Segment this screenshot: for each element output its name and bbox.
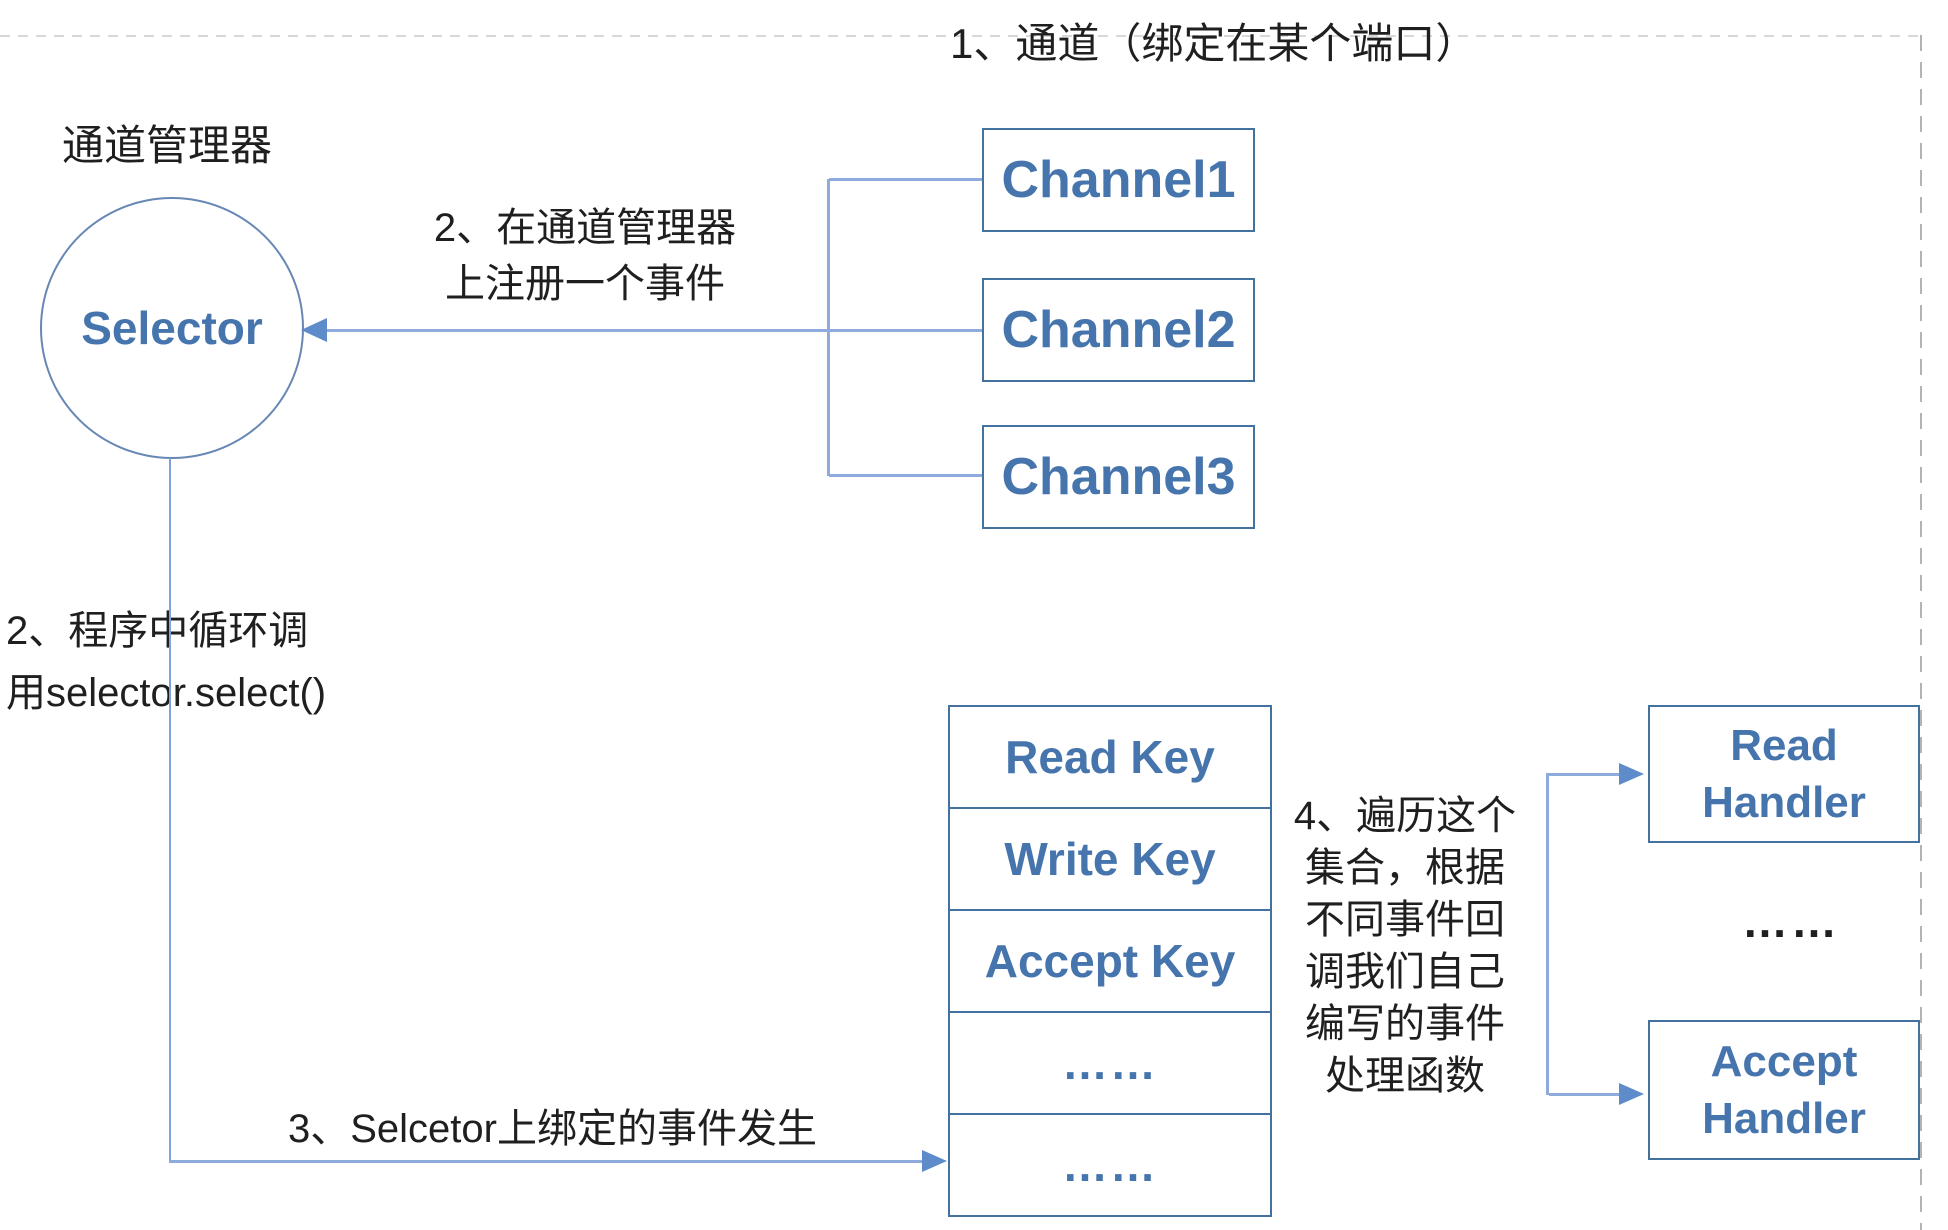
selector-label: Selector <box>81 302 263 354</box>
step3-event-label: 3、Selcetor上绑定的事件发生 <box>288 1107 817 1151</box>
step4-line2: 集合，根据 <box>1305 846 1505 890</box>
step2-loop-note: 2、程序中循环调 用selector.select() <box>6 600 326 724</box>
handler-branch-line <box>1546 773 1549 1095</box>
channel3-connector-line <box>829 474 982 477</box>
channels-junction-line <box>827 179 830 476</box>
read-handler-line2: Handler <box>1702 778 1866 827</box>
channel1-connector-line <box>829 178 982 181</box>
event-arrowhead-icon <box>922 1150 947 1172</box>
channel2-box: Channel2 <box>982 278 1255 382</box>
channel-manager-label: 通道管理器 <box>62 122 273 169</box>
accept-handler-arrowhead-icon <box>1619 1083 1644 1105</box>
read-handler-arrowhead-icon <box>1619 763 1644 785</box>
ellipsis-key-cell: …… <box>950 1011 1270 1113</box>
step4-iterate-note: 4、遍历这个 集合，根据 不同事件回 调我们自己 编写的事件 处理函数 <box>1280 790 1530 1102</box>
selector-circle: Selector <box>40 197 304 459</box>
event-arrow-line <box>169 1160 924 1163</box>
top-dashed-guide-line <box>0 35 1921 37</box>
register-arrow-line <box>323 329 982 332</box>
read-handler-box: Read Handler <box>1648 705 1920 843</box>
selection-key-stack: Read Key Write Key Accept Key …… …… <box>948 705 1272 1217</box>
step2-register-line1: 2、在通道管理器 <box>433 206 737 250</box>
handlers-ellipsis-label: …… <box>1742 895 1840 947</box>
channel1-box: Channel1 <box>982 128 1255 232</box>
write-key-cell: Write Key <box>950 807 1270 909</box>
right-dashed-guide-line <box>1920 35 1922 1230</box>
step4-line5: 编写的事件 <box>1305 1002 1505 1046</box>
step4-line4: 调我们自己 <box>1305 950 1505 994</box>
accept-handler-box: Accept Handler <box>1648 1020 1920 1160</box>
step4-line3: 不同事件回 <box>1305 898 1505 942</box>
selector-down-line <box>169 458 171 1161</box>
accept-handler-line2: Handler <box>1702 1094 1866 1143</box>
channel3-box: Channel3 <box>982 425 1255 529</box>
accept-handler-line1: Accept <box>1710 1036 1858 1086</box>
accept-handler-arrow-line <box>1549 1093 1621 1096</box>
ellipsis-key-cell: …… <box>950 1113 1270 1215</box>
accept-key-cell: Accept Key <box>950 909 1270 1011</box>
step2-loop-line2: 用selector.select() <box>6 671 327 715</box>
step2-register-note: 2、在通道管理器 上注册一个事件 <box>420 200 750 312</box>
register-arrowhead-icon <box>301 318 327 342</box>
step1-channels-label: 1、通道（绑定在某个端口） <box>950 20 1478 67</box>
step4-line6: 处理函数 <box>1325 1054 1485 1098</box>
read-handler-arrow-line <box>1549 773 1621 776</box>
step4-line1: 4、遍历这个 <box>1293 794 1517 838</box>
step2-loop-line1: 2、程序中循环调 <box>6 609 309 653</box>
step2-register-line2: 上注册一个事件 <box>445 262 725 306</box>
read-handler-line1: Read <box>1730 720 1838 770</box>
read-key-cell: Read Key <box>1005 731 1215 783</box>
